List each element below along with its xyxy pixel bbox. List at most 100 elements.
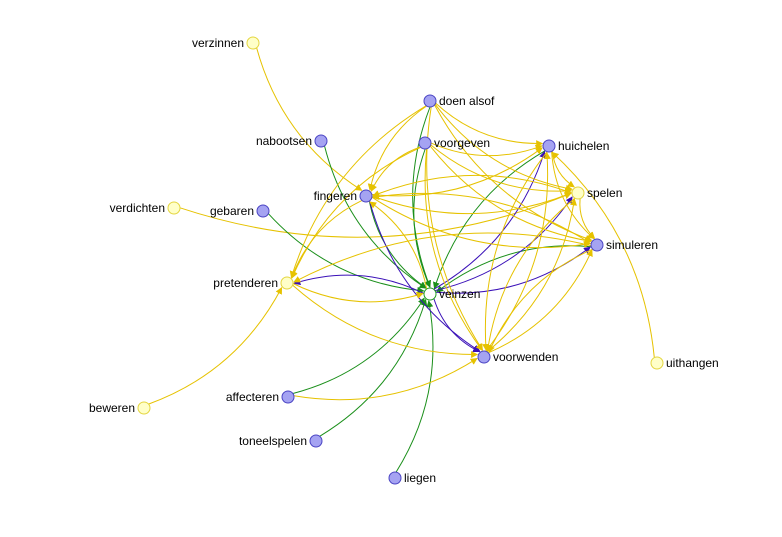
node-veinzen-label: veinzen xyxy=(439,287,480,301)
node-voorgeven[interactable]: voorgeven xyxy=(418,136,490,150)
edge-voorgeven-to-pretenderen xyxy=(291,146,422,279)
node-voorwenden[interactable]: voorwenden xyxy=(477,350,558,364)
node-huichelen[interactable]: huichelen xyxy=(542,139,609,153)
edge-uithangen-to-huichelen xyxy=(551,151,655,358)
edge-gebaren-to-veinzen xyxy=(268,213,425,294)
edge-doen_alsof-to-simuleren xyxy=(434,104,593,242)
edge-beweren-to-pretenderen xyxy=(148,286,283,405)
node-toneelspelen-label: toneelspelen xyxy=(239,434,307,448)
edge-fingeren-to-veinzen xyxy=(368,200,427,289)
node-fingeren-marker[interactable] xyxy=(359,189,373,203)
edge-doen_alsof-to-veinzen xyxy=(412,106,432,288)
edge-veinzen-to-pretenderen xyxy=(293,274,425,294)
node-liegen-label: liegen xyxy=(404,471,436,485)
node-toneelspelen[interactable]: toneelspelen xyxy=(239,434,323,448)
edge-simuleren-to-veinzen xyxy=(436,245,592,293)
edge-voorgeven-to-huichelen xyxy=(430,142,543,157)
node-affecteren-label: affecteren xyxy=(226,390,279,404)
node-toneelspelen-marker[interactable] xyxy=(309,434,323,448)
edge-voorgeven-to-voorwenden xyxy=(424,148,483,351)
edge-spelen-to-voorwenden xyxy=(484,197,576,352)
edge-huichelen-to-veinzen xyxy=(432,150,546,290)
edge-affecteren-to-veinzen xyxy=(292,297,425,394)
edge-voorgeven-to-fingeren xyxy=(370,146,421,192)
node-spelen-label: spelen xyxy=(587,186,622,200)
node-verzinnen[interactable]: verzinnen xyxy=(192,36,260,50)
edge-simuleren-to-pretenderen xyxy=(293,232,592,283)
node-huichelen-label: huichelen xyxy=(558,139,609,153)
node-voorwenden-marker[interactable] xyxy=(477,350,491,364)
edge-nabootsen-to-veinzen xyxy=(324,145,427,289)
node-affecteren[interactable]: affecteren xyxy=(226,390,295,404)
edge-liegen-to-veinzen xyxy=(395,300,434,473)
node-verdichten[interactable]: verdichten xyxy=(110,201,181,215)
node-simuleren[interactable]: simuleren xyxy=(590,238,658,252)
node-doen_alsof[interactable]: doen alsof xyxy=(423,94,495,108)
node-voorwenden-label: voorwenden xyxy=(493,350,558,364)
node-gebaren-marker[interactable] xyxy=(256,204,270,218)
edge-voorwenden-to-huichelen xyxy=(485,152,551,352)
edge-verzinnen-to-fingeren xyxy=(256,47,363,191)
node-affecteren-marker[interactable] xyxy=(281,390,295,404)
node-voorgeven-label: voorgeven xyxy=(434,136,490,150)
node-nabootsen-label: nabootsen xyxy=(256,134,312,148)
node-uithangen-marker[interactable] xyxy=(650,356,664,370)
node-liegen-marker[interactable] xyxy=(388,471,402,485)
edge-huichelen-to-voorwenden xyxy=(482,151,548,351)
node-uithangen-label: uithangen xyxy=(666,356,719,370)
edges-layer xyxy=(148,47,655,473)
edge-doen_alsof-to-pretenderen xyxy=(289,105,427,279)
node-verzinnen-label: verzinnen xyxy=(192,36,244,50)
edge-doen_alsof-to-spelen xyxy=(434,103,573,192)
node-liegen[interactable]: liegen xyxy=(388,471,436,485)
node-pretenderen-label: pretenderen xyxy=(213,276,278,290)
edge-huichelen-to-spelen xyxy=(551,151,575,188)
node-spelen[interactable]: spelen xyxy=(571,186,622,200)
node-voorgeven-marker[interactable] xyxy=(418,136,432,150)
edge-toneelspelen-to-veinzen xyxy=(319,298,428,437)
node-veinzen[interactable]: veinzen xyxy=(423,287,480,301)
node-gebaren-label: gebaren xyxy=(210,204,254,218)
edge-fingeren-to-huichelen xyxy=(371,147,543,197)
node-beweren-marker[interactable] xyxy=(137,401,151,415)
node-nabootsen-marker[interactable] xyxy=(314,134,328,148)
node-beweren-label: beweren xyxy=(89,401,135,415)
edge-pretenderen-to-voorwenden xyxy=(292,284,479,359)
edge-doen_alsof-to-fingeren xyxy=(367,105,427,191)
node-uithangen[interactable]: uithangen xyxy=(650,356,719,370)
node-simuleren-marker[interactable] xyxy=(590,238,604,252)
edge-fingeren-to-simuleren xyxy=(371,196,591,249)
edge-voorgeven-to-spelen xyxy=(430,144,572,195)
edge-veinzen-to-spelen xyxy=(434,196,573,292)
node-pretenderen-marker[interactable] xyxy=(280,276,294,290)
node-doen_alsof-label: doen alsof xyxy=(439,94,495,108)
node-huichelen-marker[interactable] xyxy=(542,139,556,153)
edge-voorwenden-to-spelen xyxy=(486,198,578,353)
edge-doen_alsof-to-huichelen xyxy=(435,102,544,148)
node-spelen-marker[interactable] xyxy=(571,186,585,200)
edge-huichelen-to-simuleren xyxy=(551,151,595,240)
edge-veinzen-to-voorwenden xyxy=(433,298,481,353)
edge-spelen-to-fingeren xyxy=(372,174,573,197)
node-doen_alsof-marker[interactable] xyxy=(423,94,437,108)
edge-voorgeven-to-veinzen xyxy=(413,148,431,288)
node-fingeren[interactable]: fingeren xyxy=(314,189,373,203)
node-verdichten-label: verdichten xyxy=(110,201,165,215)
node-gebaren[interactable]: gebaren xyxy=(210,204,270,218)
edge-verdichten-to-spelen xyxy=(179,192,572,238)
node-verzinnen-marker[interactable] xyxy=(246,36,260,50)
nodes-layer: verzinnen doen alsof nabootsen voorgeven hui… xyxy=(89,36,719,485)
edge-fingeren-to-voorwenden xyxy=(369,200,481,352)
node-veinzen-marker[interactable] xyxy=(423,287,437,301)
edge-veinzen-to-fingeren xyxy=(369,201,428,290)
node-beweren[interactable]: beweren xyxy=(89,401,151,415)
edge-fingeren-to-pretenderen xyxy=(290,199,363,279)
edge-pretenderen-to-veinzen xyxy=(292,283,424,303)
node-verdichten-marker[interactable] xyxy=(167,201,181,215)
edge-simuleren-to-fingeren xyxy=(372,192,592,245)
node-nabootsen[interactable]: nabootsen xyxy=(256,134,328,148)
edge-voorgeven-to-simuleren xyxy=(429,145,592,244)
edge-spelen-to-simuleren xyxy=(579,198,596,239)
node-pretenderen[interactable]: pretenderen xyxy=(213,276,294,290)
